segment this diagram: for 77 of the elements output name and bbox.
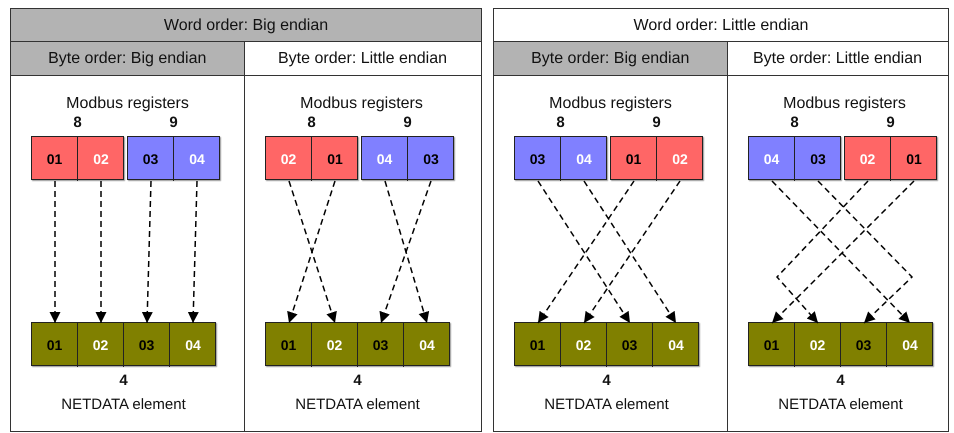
byte-cell: 03 (124, 323, 170, 367)
dashed-arrow (188, 180, 199, 324)
byte-cell: 01 (312, 137, 358, 181)
byte-cell: 03 (128, 137, 174, 181)
element-box (265, 322, 450, 366)
register-box (514, 136, 607, 180)
byte-cell: 02 (78, 137, 124, 181)
section-label: Modbus registers (66, 94, 189, 112)
byte-cell: 04 (404, 323, 450, 367)
byte-cell: 02 (561, 323, 607, 367)
dashed-arrow (142, 180, 153, 324)
byte-cell: 01 (891, 137, 937, 181)
element-number: 4 (353, 372, 362, 388)
register-number: 8 (307, 114, 316, 130)
byte-cell: 04 (561, 137, 607, 181)
byte-cell: 03 (408, 137, 454, 181)
register-number: 8 (73, 114, 82, 130)
panel-heading: Byte order: Big endian (494, 42, 727, 76)
element-box (748, 322, 933, 366)
register-number: 9 (169, 114, 178, 130)
element-number: 4 (836, 372, 845, 388)
register-box (361, 136, 454, 180)
element-number: 4 (602, 372, 611, 388)
register-number: 8 (556, 114, 565, 130)
byte-cell: 02 (266, 137, 312, 181)
byte-cell: 04 (174, 137, 220, 181)
register-number: 9 (886, 114, 895, 130)
panel-heading: Word order: Big endian (11, 9, 481, 43)
panel (493, 8, 949, 432)
byte-cell: 03 (607, 323, 653, 367)
byte-cell: 02 (312, 323, 358, 367)
panel-heading: Byte order: Big endian (10, 42, 244, 76)
element-caption: NETDATA element (778, 396, 903, 412)
byte-cell: 04 (653, 323, 699, 367)
byte-cell: 01 (266, 323, 312, 367)
register-box (265, 136, 358, 180)
byte-cell: 01 (32, 323, 78, 367)
byte-cell: 04 (362, 137, 408, 181)
register-number: 9 (403, 114, 412, 130)
element-caption: NETDATA element (544, 396, 669, 412)
byte-cell: 04 (170, 323, 216, 367)
dashed-arrow (50, 181, 60, 323)
section-label: Modbus registers (300, 94, 423, 112)
byte-cell: 03 (795, 137, 841, 181)
element-box (514, 322, 699, 366)
byte-cell: 01 (749, 323, 795, 367)
byte-cell: 03 (841, 323, 887, 367)
dashed-arrow (96, 181, 106, 323)
byte-cell: 04 (749, 137, 795, 181)
element-number: 4 (119, 372, 128, 388)
byte-cell: 03 (515, 137, 561, 181)
dashed-arrow (776, 180, 869, 324)
panel-heading: Byte order: Little endian (244, 42, 480, 76)
element-caption: NETDATA element (61, 396, 186, 412)
register-box (127, 136, 220, 180)
register-box (844, 136, 937, 180)
panel-heading: Byte order: Little endian (728, 42, 948, 76)
byte-cell: 02 (78, 323, 124, 367)
element-caption: NETDATA element (295, 396, 420, 412)
byte-cell: 01 (515, 323, 561, 367)
byte-cell: 02 (795, 323, 841, 367)
byte-cell: 01 (32, 137, 78, 181)
section-label: Modbus registers (783, 94, 906, 112)
register-number: 8 (790, 114, 799, 130)
element-box (31, 322, 216, 366)
register-box (31, 136, 124, 180)
byte-cell: 02 (657, 137, 703, 181)
register-number: 9 (652, 114, 661, 130)
byte-cell: 04 (887, 323, 933, 367)
byte-cell: 03 (358, 323, 404, 367)
register-box (610, 136, 703, 180)
section-label: Modbus registers (549, 94, 672, 112)
dashed-arrow (817, 180, 914, 324)
panel (10, 8, 482, 432)
byte-cell: 01 (611, 137, 657, 181)
register-box (748, 136, 841, 180)
byte-cell: 02 (845, 137, 891, 181)
